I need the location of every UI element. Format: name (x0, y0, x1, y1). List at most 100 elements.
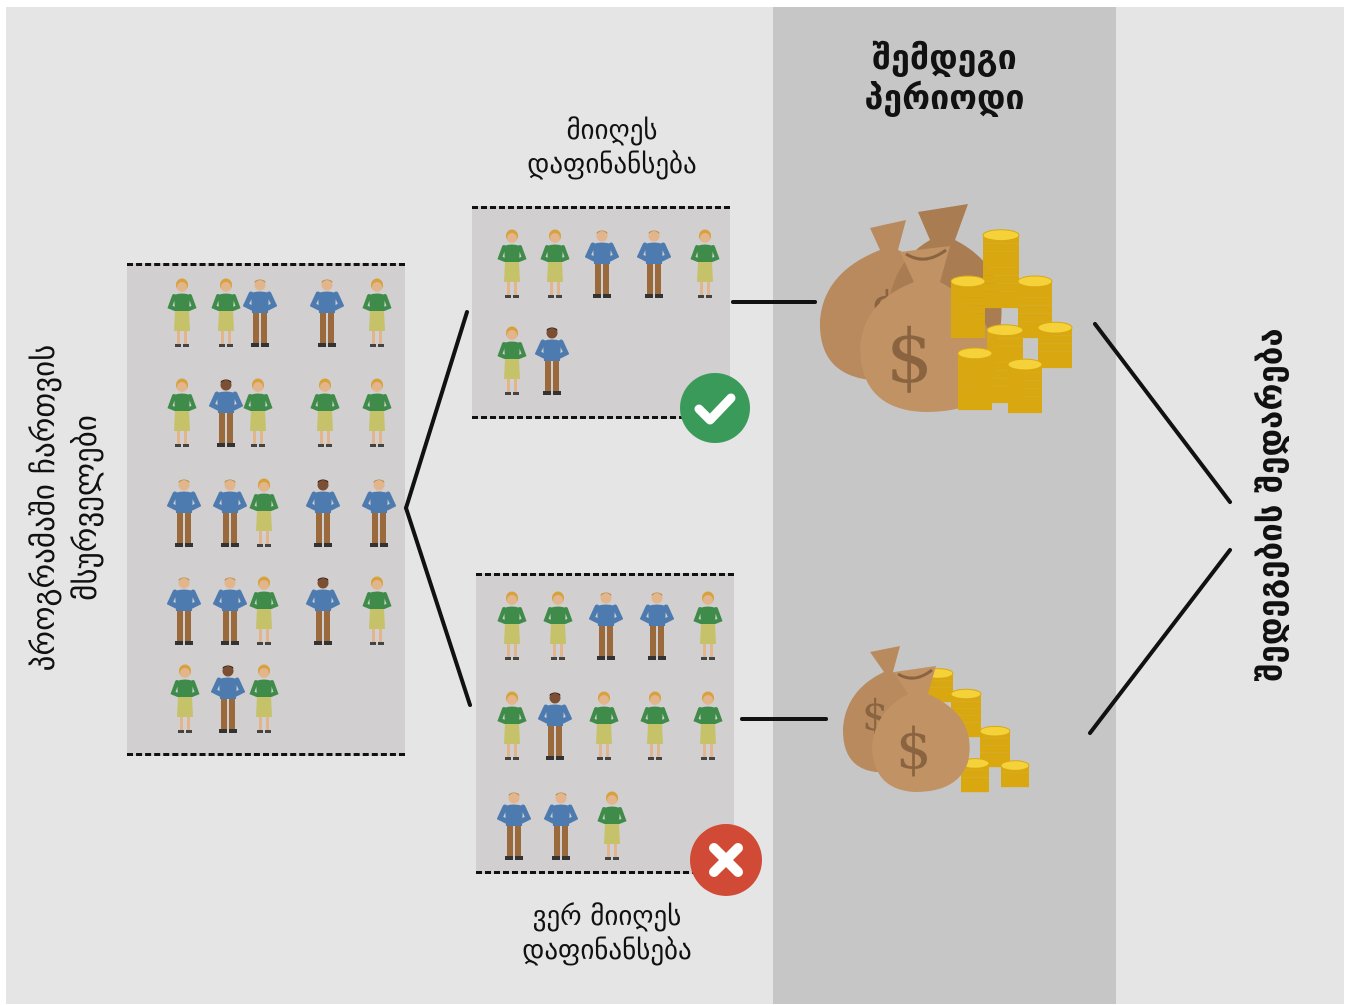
coin-icon (1007, 358, 1043, 371)
woman-figure-icon (249, 663, 279, 739)
woman-figure-icon (362, 377, 392, 453)
woman-figure-icon (362, 575, 392, 651)
coin-icon (983, 251, 1019, 260)
coin-icon (1037, 321, 1073, 334)
woman-figure-icon (249, 477, 279, 553)
man-figure-icon (166, 477, 202, 553)
woman-figure-icon (211, 277, 241, 353)
coin-icon (987, 370, 1023, 379)
woman-figure-icon (497, 228, 527, 304)
coin-icon (987, 362, 1023, 371)
woman-figure-icon (690, 228, 720, 304)
woman-figure-icon (497, 325, 527, 401)
coin-icon (1001, 772, 1029, 780)
man-figure-icon (210, 663, 246, 739)
coin-icon (979, 725, 1011, 737)
coin-icon (1008, 388, 1042, 397)
coin-icon (1018, 313, 1052, 322)
coin-icon (1018, 305, 1052, 314)
funded-check-badge (680, 373, 750, 443)
connector-line (1088, 548, 1232, 735)
coin-icon (983, 275, 1019, 284)
woman-figure-icon (597, 790, 627, 866)
coin-icon (980, 760, 1010, 768)
man-figure-icon (588, 590, 624, 666)
check-icon (694, 393, 736, 425)
man-figure-icon (496, 790, 532, 866)
funded-label-line1: მიიღეს (566, 115, 658, 146)
woman-figure-icon (243, 377, 273, 453)
woman-figure-icon (310, 377, 340, 453)
cross-icon (709, 843, 743, 877)
not-funded-label: ვერ მიიღეს დაფინანსება (482, 900, 732, 968)
coin-icon (987, 386, 1023, 395)
coin-icon (951, 297, 985, 306)
man-figure-icon (584, 228, 620, 304)
man-figure-icon (361, 477, 397, 553)
coin-icon (961, 770, 989, 778)
coin-icon (1038, 360, 1072, 369)
woman-figure-icon (167, 277, 197, 353)
coin-icon (923, 695, 953, 703)
coin-icon (951, 313, 985, 322)
woman-figure-icon (249, 575, 279, 651)
coin-icon (950, 275, 986, 288)
woman-figure-icon (497, 690, 527, 766)
not-funded-label-line1: ვერ მიიღეს (532, 901, 682, 932)
coin-icon (958, 385, 992, 394)
coin-icon (1038, 335, 1072, 344)
coin-icon (1038, 351, 1072, 360)
coin-icon (983, 259, 1019, 268)
man-figure-icon (543, 790, 579, 866)
next-period-band (773, 7, 1116, 1004)
man-figure-icon (242, 277, 278, 353)
woman-figure-icon (170, 663, 200, 739)
coin-icon (1008, 380, 1042, 389)
coin-icon (980, 745, 1010, 753)
funded-label: მიიღეს დაფინანსება (492, 114, 732, 182)
coin-icon (951, 321, 985, 330)
man-figure-icon (166, 575, 202, 651)
coin-icon (1000, 760, 1030, 771)
coin-icon (1018, 330, 1052, 339)
man-figure-icon (212, 477, 248, 553)
coin-icon (957, 347, 993, 360)
coin-icon (980, 752, 1010, 760)
coin-icon (1017, 275, 1053, 288)
man-figure-icon (305, 477, 341, 553)
next-period-title-line1: შემდეგი (872, 38, 1017, 78)
coin-icon (951, 722, 981, 730)
coin-icon (987, 378, 1023, 387)
coin-icon (983, 243, 1019, 252)
woman-figure-icon (540, 228, 570, 304)
coin-icon (950, 688, 982, 700)
coin-icon (958, 369, 992, 378)
svg-text:$: $ (886, 314, 933, 400)
not-funded-label-line2: დაფინანსება (522, 935, 692, 966)
coin-icon (983, 291, 1019, 300)
next-period-title-line2: პერიოდი (864, 78, 1025, 118)
connector-line (404, 506, 472, 707)
next-period-title: შემდეგი პერიოდი (793, 38, 1096, 118)
coin-icon (982, 229, 1020, 242)
woman-figure-icon (362, 277, 392, 353)
coin-icon (987, 354, 1023, 363)
small-money-pile-icon: $ $ (842, 646, 1030, 793)
coin-icon (1008, 405, 1042, 414)
coin-icon (1018, 321, 1052, 330)
coin-icon (958, 393, 992, 402)
woman-figure-icon (497, 590, 527, 666)
man-figure-icon (537, 690, 573, 766)
man-figure-icon (639, 590, 675, 666)
coin-icon (987, 338, 1023, 347)
man-figure-icon (636, 228, 672, 304)
coin-icon (961, 777, 989, 785)
coin-icon (1008, 372, 1042, 381)
coin-icon (1008, 396, 1042, 405)
coin-icon (1038, 343, 1072, 352)
coin-icon (1018, 297, 1052, 306)
coin-icon (951, 330, 985, 339)
coin-icon (951, 305, 985, 314)
